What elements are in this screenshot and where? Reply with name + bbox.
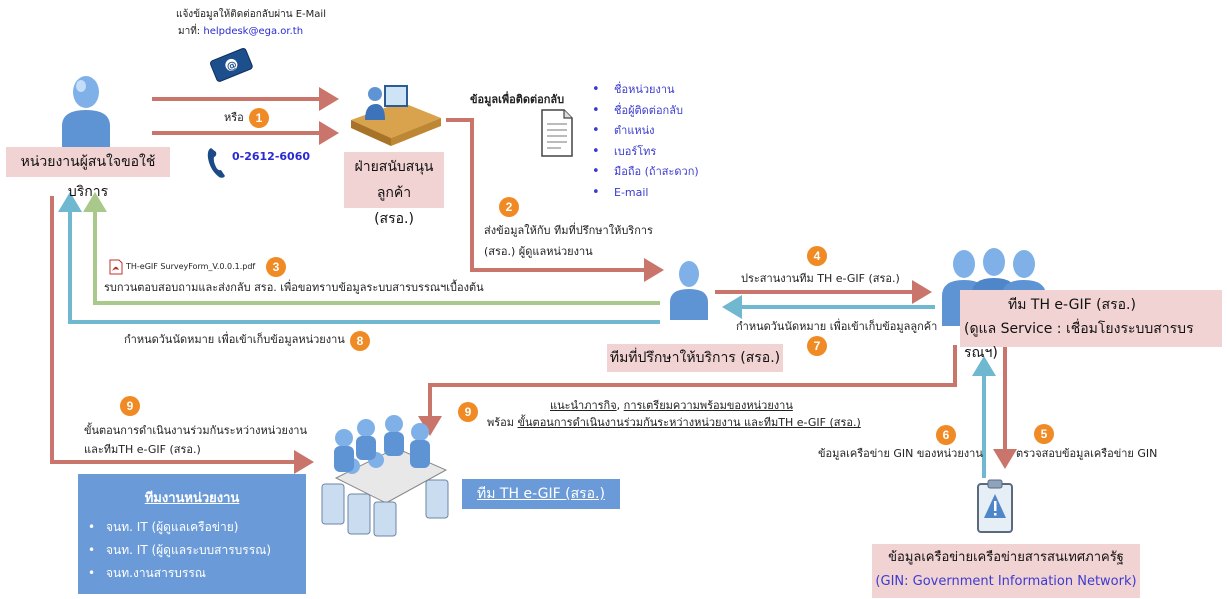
step-4-badge: 4 bbox=[807, 246, 827, 266]
list-item: จนท. IT (ผู้ดูแลระบบสารบรรณ) bbox=[88, 539, 306, 562]
helpdesk-desk-icon bbox=[345, 80, 445, 154]
consultant-person-icon bbox=[668, 258, 710, 324]
contact-info-title: ข้อมูลเพื่อติดต่อกลับ bbox=[470, 93, 565, 106]
step-2-text-line1: ส่งข้อมูลให้กับ ทีมที่ปรึกษาให้บริการ bbox=[484, 224, 653, 237]
list-item: ชื่อหน่วยงาน bbox=[592, 80, 699, 101]
list-item: มือถือ (ถ้าสะดวก) bbox=[592, 162, 699, 183]
customer-support-title: ฝ่ายสนับสนุนลูกค้า bbox=[354, 159, 434, 201]
email-instruction: แจ้งข้อมูลให้ติดต่อกลับผ่าน E-Mail bbox=[176, 9, 326, 20]
list-item: ตำแหน่ง bbox=[592, 121, 699, 142]
step-9-preparation: การเตรียมความพร้อมของหน่วยงาน bbox=[623, 399, 793, 412]
customer-support-label: ฝ่ายสนับสนุนลูกค้า (สรอ.) bbox=[344, 152, 444, 227]
or-label: หรือ bbox=[224, 111, 244, 124]
list-item: E-mail bbox=[592, 183, 699, 204]
step-1-badge: 1 bbox=[249, 108, 269, 128]
consultant-label: ทีมที่ปรึกษาให้บริการ (สรอ.) bbox=[607, 344, 783, 372]
pdf-filename[interactable]: TH-eGIF SurveyForm_V.0.0.1.pdf bbox=[126, 262, 256, 271]
phone-icon bbox=[205, 146, 229, 184]
agency-person-icon bbox=[58, 72, 114, 154]
step-7-text: กำหนดวันนัดหมาย เพื่อเข้าเก็บข้อมูลลูกค้… bbox=[736, 320, 938, 333]
arrow-egif-to-meeting bbox=[418, 345, 957, 436]
clipboard-icon bbox=[975, 478, 1015, 538]
step-3-badge: 3 bbox=[266, 257, 286, 277]
step-9-text-line1: แนะนำภารกิจ, การเตรียมความพร้อมของหน่วยง… bbox=[550, 399, 793, 413]
step-9-badge-left: 9 bbox=[120, 396, 140, 416]
step-9-badge-right: 9 bbox=[458, 402, 478, 422]
customer-support-org: (สรอ.) bbox=[374, 211, 414, 227]
step-9-with: พร้อม bbox=[487, 416, 518, 429]
gin-label: ข้อมูลเครือข่ายเครือข่ายสารสนเทศภาครัฐ (… bbox=[872, 544, 1140, 598]
list-item: จนท.งานสารบรรณ bbox=[88, 562, 306, 585]
arrow-appointment-to-agency bbox=[58, 192, 660, 324]
arrow-form-to-agency bbox=[83, 192, 660, 305]
meeting-table-icon bbox=[316, 408, 456, 542]
contact-info-list: ชื่อหน่วยงาน ชื่อผู้ติดต่อกลับ ตำแหน่ง เ… bbox=[592, 80, 699, 204]
list-item: ชื่อผู้ติดต่อกลับ bbox=[592, 101, 699, 122]
svg-text:@: @ bbox=[225, 59, 238, 73]
step-2-badge: 2 bbox=[499, 197, 519, 217]
step-9-sep: , bbox=[616, 399, 624, 412]
step-9-left-line1: ขั้นตอนการดำเนินงานร่วมกันระหว่างหน่วยงา… bbox=[84, 424, 308, 437]
phone-number[interactable]: 0-2612-6060 bbox=[232, 150, 311, 163]
step-5-text: ตรวจสอบข้อมูลเครือข่าย GIN bbox=[1016, 447, 1158, 460]
step-7-badge: 7 bbox=[807, 336, 827, 356]
step-9-procedure: ขั้นตอนการดำเนินงานร่วมกันระหว่างหน่วยงา… bbox=[517, 416, 861, 429]
document-icon bbox=[540, 108, 574, 162]
step-5-badge: 5 bbox=[1034, 424, 1054, 444]
agency-team-list: จนท. IT (ผู้ดูแลเครือข่าย) จนท. IT (ผู้ด… bbox=[78, 516, 306, 585]
pdf-icon bbox=[109, 259, 123, 279]
agency-team-title: ทีมงานหน่วยงาน bbox=[144, 491, 240, 506]
egif-team-label: ทีม TH e-GIF (สรอ.) (ดูแล Service : เชื่… bbox=[960, 290, 1222, 361]
step-6-badge: 6 bbox=[936, 425, 956, 445]
email-prefix: มาที่: bbox=[178, 26, 204, 37]
email-icon: @ bbox=[207, 46, 255, 86]
agency-team-box: ทีมงานหน่วยงาน จนท. IT (ผู้ดูแลเครือข่าย… bbox=[78, 474, 306, 594]
list-item: เบอร์โทร bbox=[592, 142, 699, 163]
step-4-text: ประสานงานทีม TH e-GIF (สรอ.) bbox=[741, 272, 900, 285]
egif-team-subtitle: (ดูแล Service : เชื่อมโยงระบบสารบรรณฯ) bbox=[964, 321, 1194, 361]
step-9-text-line2: พร้อม ขั้นตอนการดำเนินงานร่วมกันระหว่างห… bbox=[487, 416, 861, 430]
helpdesk-email[interactable]: helpdesk@ega.or.th bbox=[203, 26, 304, 37]
arrow-agency-to-meeting bbox=[50, 196, 314, 474]
list-item: จนท. IT (ผู้ดูแลเครือข่าย) bbox=[88, 516, 306, 539]
email-address-line: มาที่: helpdesk@ega.or.th bbox=[178, 26, 303, 39]
step-9-left-line2: และทีมTH e-GIF (สรอ.) bbox=[84, 443, 201, 456]
step-6-text: ข้อมูลเครือข่าย GIN ของหน่วยงาน bbox=[818, 447, 983, 460]
step-9-mission: แนะนำภารกิจ bbox=[550, 399, 617, 412]
step-2-text-line2: (สรอ.) ผู้ดูแลหน่วยงาน bbox=[484, 245, 593, 258]
arrow-cs-to-consultant bbox=[446, 118, 664, 282]
step-3-text: รบกวนตอบสอบถามและส่งกลับ สรอ. เพื่อขอทรา… bbox=[104, 281, 484, 294]
egif-team-title: ทีม TH e-GIF (สรอ.) bbox=[1008, 297, 1136, 313]
gin-subtitle: (GIN: Government Information Network) bbox=[875, 574, 1137, 589]
step-8-text: กำหนดวันนัดหมาย เพื่อเข้าเก็บข้อมูลหน่วย… bbox=[124, 333, 345, 346]
step-8-badge: 8 bbox=[350, 331, 370, 351]
agency-label: หน่วยงานผู้สนใจขอใช้บริการ bbox=[6, 147, 170, 200]
meeting-egif-label: ทีม TH e-GIF (สรอ.) bbox=[462, 479, 620, 509]
gin-title: ข้อมูลเครือข่ายเครือข่ายสารสนเทศภาครัฐ bbox=[888, 550, 1124, 565]
